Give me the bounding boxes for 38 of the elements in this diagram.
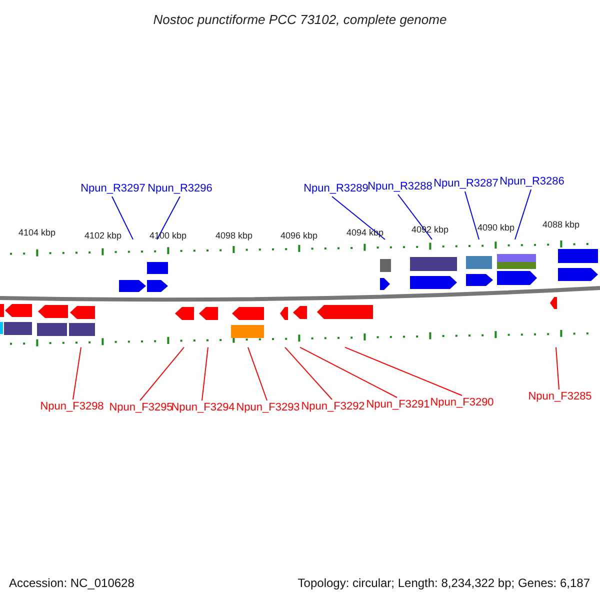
leader-line <box>140 346 184 401</box>
leader-line <box>202 346 208 401</box>
leader-line <box>248 346 268 401</box>
leader-line <box>284 346 332 400</box>
scale-track <box>10 240 588 256</box>
leader-line <box>514 189 532 240</box>
leader-line <box>464 191 480 240</box>
leader-line <box>300 346 398 398</box>
scale-label: 4096 kbp <box>280 230 318 242</box>
leader-line <box>398 194 432 240</box>
gene-label: Npun_F3294 <box>171 402 235 414</box>
scale-label: 4102 kbp <box>84 230 122 242</box>
scale-label: 4104 kbp <box>18 228 56 238</box>
scale-label: 4088 kbp <box>542 220 580 230</box>
gene-label: Npun_F3285 <box>528 390 592 404</box>
title: Nostoc punctiforme PCC 73102, complete genome <box>152 11 448 29</box>
gene-label: Npun_R3286 <box>500 176 564 188</box>
scale-label: 4090 kbp <box>477 222 515 234</box>
gene-label: Npun_F3298 <box>40 400 104 414</box>
gene-label: Npun_R3287 <box>434 178 498 190</box>
leader-line <box>112 196 134 240</box>
gene-label: Npun_F3290 <box>430 396 494 410</box>
gene-label: Npun_F3292 <box>301 400 365 414</box>
gene-label: Npun_F3291 <box>366 398 430 412</box>
leader-line <box>556 346 560 390</box>
scale-label: 4098 kbp <box>215 230 253 242</box>
gene-label: Npun_F3295 <box>109 402 173 414</box>
leader-line <box>332 196 386 240</box>
gene-label: Npun_F3293 <box>236 402 300 414</box>
gene-label: Npun_R3289 <box>304 182 368 196</box>
leader-line <box>72 346 82 400</box>
accession-text: Accession: NC_010628 <box>9 575 134 592</box>
genome-summary-text: Topology: circular; Length: 8,234,322 bp; Genes: 6,187 <box>298 575 590 592</box>
leader-line <box>344 346 462 396</box>
gene-label: Npun_R3288 <box>368 180 432 194</box>
scale-track <box>10 330 588 346</box>
gene-label: Npun_R3296 <box>148 182 212 196</box>
gene-label: Npun_R3297 <box>80 182 146 196</box>
